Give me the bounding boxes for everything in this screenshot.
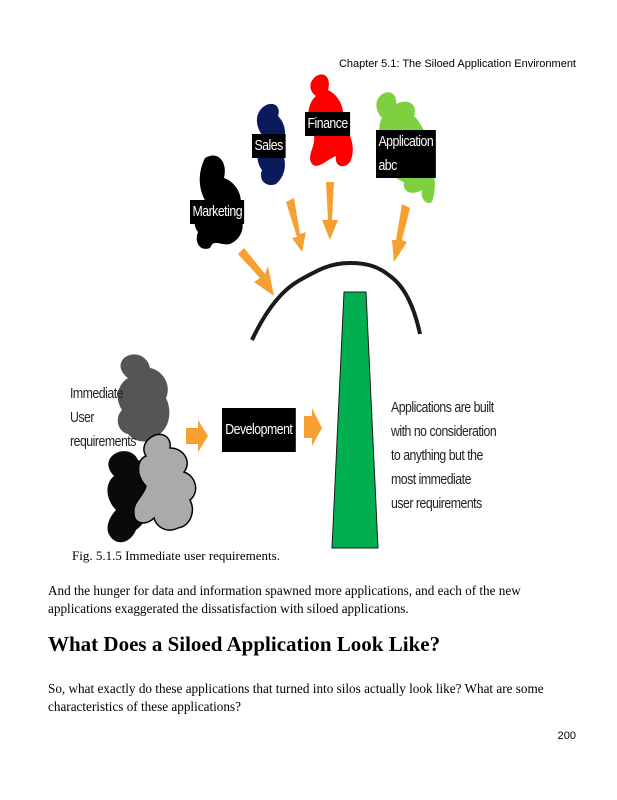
immediate-line3: requirements [70, 433, 136, 450]
arrow-application [392, 204, 410, 262]
note-line2: with no consideration [391, 423, 497, 440]
arrow-marketing [238, 248, 274, 296]
development-label: Development [222, 408, 296, 452]
top-arrows [238, 182, 410, 296]
page-number: 200 [557, 730, 576, 742]
user-figure-gray [133, 433, 197, 531]
applications-note: Applications are built with no considera… [391, 396, 497, 516]
user-figure-dark [117, 354, 170, 442]
application-label-line2: abc [378, 157, 397, 174]
figure-caption: Fig. 5.1.5 Immediate user requirements. [72, 548, 280, 563]
silo [331, 291, 379, 549]
note-line5: user requirements [391, 495, 482, 512]
dome-arc [250, 260, 422, 341]
arrow-finance [322, 182, 338, 240]
application-label-line1: Application [378, 133, 434, 150]
section-heading: What Does a Siloed Application Look Like… [48, 632, 441, 656]
note-line1: Applications are built [391, 399, 494, 416]
figure-graphic [107, 74, 435, 549]
immediate-user-requirements-label: Immediate User requirements [70, 382, 136, 454]
marketing-label: Marketing [190, 200, 245, 224]
arrow-sales [286, 198, 306, 252]
note-line4: most immediate [391, 471, 471, 488]
paragraph-2: So, what exactly do these applications t… [48, 681, 544, 714]
immediate-line1: Immediate [70, 385, 124, 402]
middle-arrows [186, 408, 322, 452]
sales-label: Sales [252, 134, 286, 158]
immediate-line2: User [70, 409, 95, 426]
note-line3: to anything but the [391, 447, 483, 464]
application-label: Application abc [376, 130, 436, 178]
arrow-to-silo [304, 408, 322, 446]
finance-label: Finance [305, 112, 351, 136]
paragraph-1: And the hunger for data and information … [48, 583, 521, 616]
arrow-to-development [186, 420, 208, 452]
running-header: Chapter 5.1: The Siloed Application Envi… [338, 58, 576, 70]
figure: Marketing Sales Finance Application abc … [70, 74, 497, 549]
